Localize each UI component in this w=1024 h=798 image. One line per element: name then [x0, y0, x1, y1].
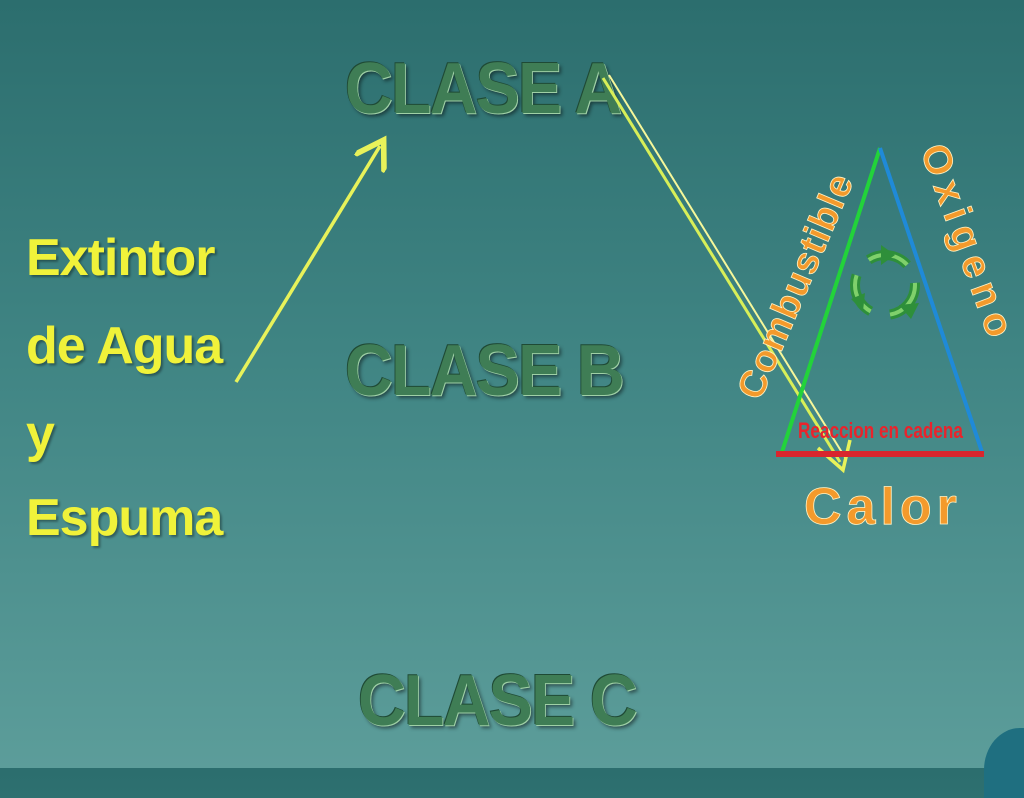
triangle-left-side	[780, 147, 882, 453]
triangle-right-side	[878, 147, 984, 453]
clase-a-label: CLASE A	[345, 49, 622, 129]
combustible-label: Combustible	[730, 167, 863, 405]
calor-label: Calor	[804, 478, 962, 536]
reaccion-en-cadena-label: Reaccion en cadena	[798, 419, 964, 444]
extinguisher-line-2: de Agua	[26, 317, 223, 375]
fire-triangle	[776, 147, 984, 457]
diagram-overlay: Combustible Oxigeno Calor Reaccion en ca…	[234, 74, 1024, 536]
extinguisher-line-1: Extintor	[26, 229, 215, 287]
arrow-extinguisher-to-clase-a	[234, 146, 380, 383]
oxigeno-label: Oxigeno	[912, 138, 1024, 349]
clase-c-label: CLASE C	[358, 661, 638, 741]
recycle-icon	[850, 245, 920, 320]
clase-b-label: CLASE B	[345, 331, 625, 411]
extinguisher-line-4: Espuma	[26, 489, 223, 547]
extinguisher-line-3: y	[26, 405, 55, 463]
